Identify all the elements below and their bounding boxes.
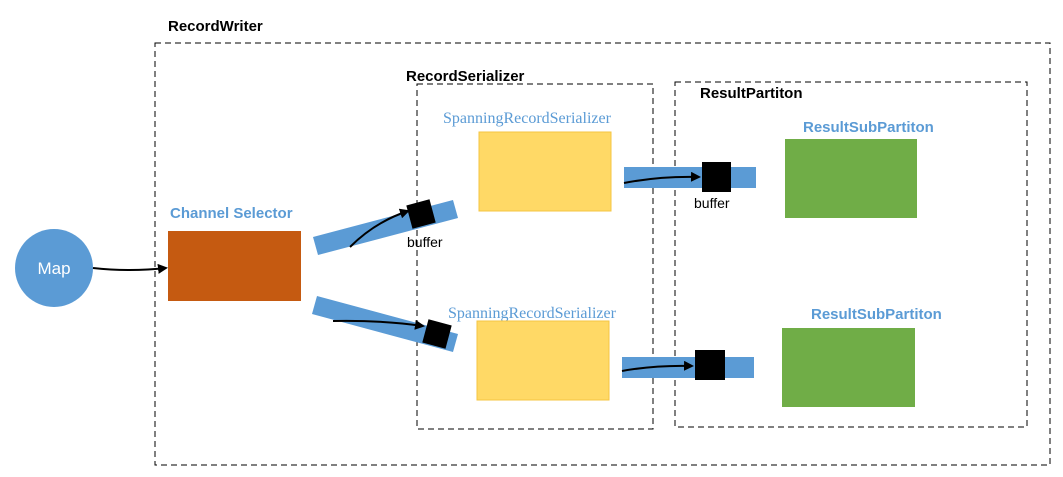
spanning-serializer-box-2 [476, 320, 610, 401]
spanning-serializer-label-1: SpanningRecordSerializer [443, 110, 612, 127]
result-subpartition-box-1 [785, 139, 917, 218]
channel-bar-lower [312, 296, 458, 352]
lower-output-arrow [621, 360, 694, 372]
result-subpartition-label-1: ResultSubPartiton [803, 119, 934, 136]
map-to-selector-arrow [92, 263, 168, 274]
map-label: Map [37, 259, 70, 278]
buffer-block-output-lower [695, 350, 725, 380]
spanning-serializer-box-1 [478, 131, 612, 212]
buffer-block-output-upper [702, 162, 731, 192]
result-partition-label: ResultPartiton [700, 85, 803, 102]
record-writer-label: RecordWriter [168, 18, 263, 35]
record-writer-container [154, 42, 1051, 466]
buffer-block-upper [406, 199, 436, 229]
result-subpartition-label-2: ResultSubPartiton [811, 306, 942, 323]
result-partition-container [674, 81, 1028, 428]
lower-channel-arrow [332, 319, 425, 330]
map-node [15, 229, 93, 307]
spanning-serializer-label-2: SpanningRecordSerializer [448, 305, 617, 322]
channel-selector-label: Channel Selector [170, 205, 293, 222]
buffer-block-lower [422, 319, 452, 349]
record-serializer-label: RecordSerializer [406, 68, 525, 85]
upper-output-arrow [623, 171, 701, 184]
result-subpartition-box-2 [782, 328, 915, 407]
buffer-label-upper: buffer [407, 234, 443, 250]
channel-selector-box [168, 231, 301, 301]
buffer-label-output: buffer [694, 195, 730, 211]
upper-channel-arrow [349, 208, 410, 248]
